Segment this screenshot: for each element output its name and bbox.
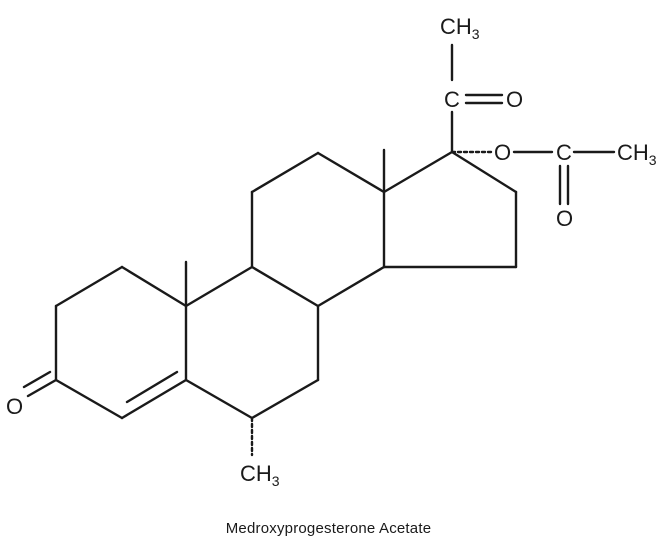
- ring-c: [250, 151, 386, 308]
- molecule-structure: O CH3 C O CH3: [6, 14, 657, 489]
- bond: [450, 150, 518, 194]
- bond: [26, 378, 58, 398]
- bond: [54, 378, 124, 420]
- acetyl-oxygen: O: [506, 87, 523, 112]
- bond: [316, 265, 386, 308]
- ring-d: [382, 150, 518, 269]
- bond: [120, 265, 188, 308]
- ester-carbon: C: [556, 140, 572, 165]
- c17-acetyl: C O CH3: [440, 14, 523, 154]
- c6-methyl-label: CH3: [240, 461, 280, 489]
- bond: [54, 265, 124, 308]
- bond: [22, 370, 52, 389]
- bond: [250, 265, 320, 308]
- ring-b: [184, 265, 320, 420]
- bond: [250, 378, 320, 420]
- acetyl-carbon: C: [444, 87, 460, 112]
- acetyl-methyl-label: CH3: [440, 14, 480, 42]
- ring-a-ketone: O: [6, 370, 58, 419]
- ester-carbonyl-oxygen: O: [556, 206, 573, 231]
- bond: [382, 150, 454, 194]
- bond: [120, 378, 188, 420]
- ring-a-ketone-oxygen: O: [6, 394, 23, 419]
- bond: [184, 378, 254, 420]
- bond: [125, 370, 179, 404]
- c6-methyl: CH3: [240, 416, 280, 489]
- compound-caption: Medroxyprogesterone Acetate: [225, 520, 432, 537]
- ester-oxygen: O: [494, 140, 511, 165]
- bond: [316, 151, 386, 194]
- ring-a: [54, 265, 188, 420]
- bond: [184, 265, 254, 308]
- bond: [250, 151, 320, 194]
- c17-acetate-ester: O C CH3 O: [450, 140, 657, 231]
- ester-methyl-label: CH3: [617, 140, 657, 168]
